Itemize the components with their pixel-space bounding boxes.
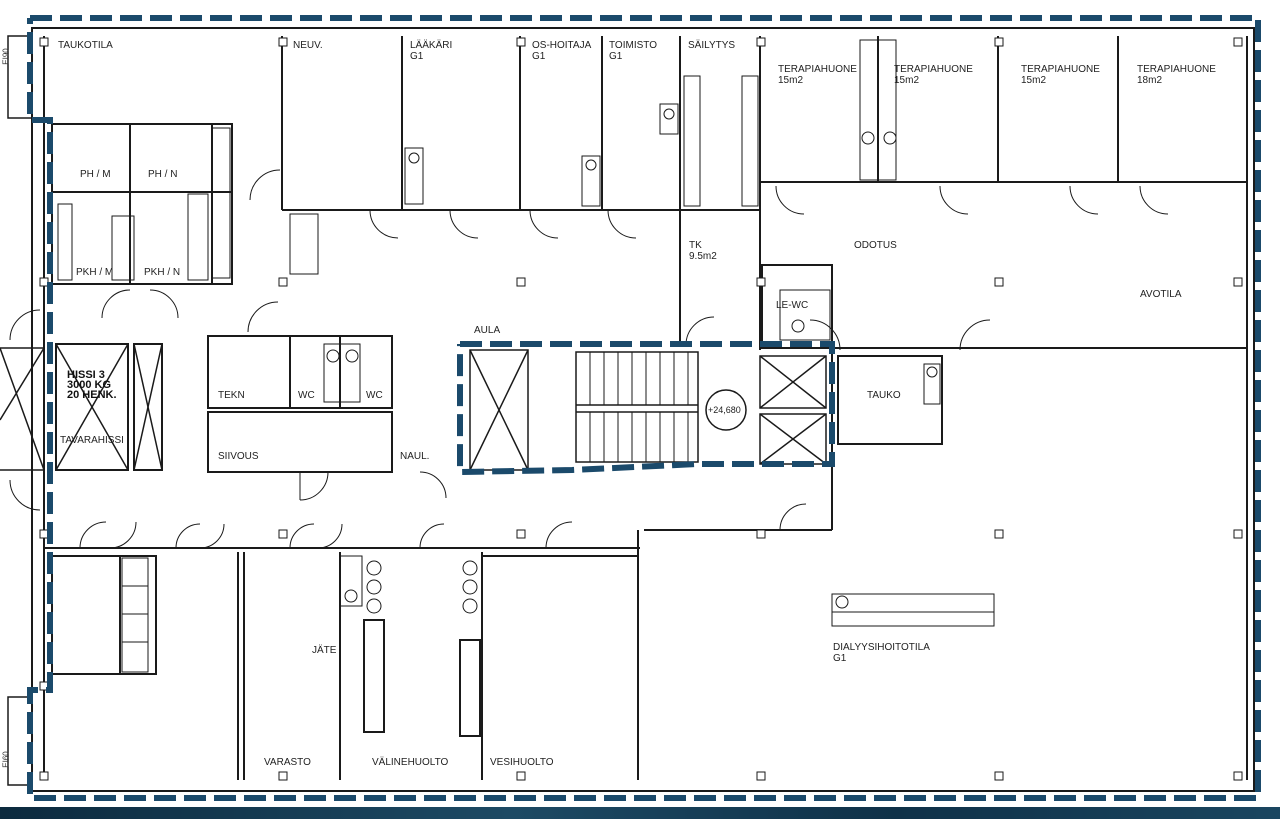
laakari-class: G1 [410, 51, 424, 62]
label-toimisto: TOIMISTO G1 [609, 40, 657, 62]
label-hissi: HISSI 3 3000 KG 20 HENK. [67, 369, 117, 401]
terapia3-size: 15m2 [1021, 75, 1047, 86]
outer-walls [31, 27, 1255, 792]
bottom-band [0, 807, 1280, 819]
tk-size: 9.5m2 [689, 251, 717, 262]
column-markers [39, 37, 1243, 781]
label-tavarahissi: TAVARAHISSI [60, 435, 124, 446]
label-pkh-n: PKH / N [144, 267, 181, 278]
label-terapiahuone-3: TERAPIAHUONE 15m2 [1021, 64, 1100, 86]
label-ph-n: PH / N [148, 169, 178, 180]
hissi-line2: 3000 KG [67, 379, 112, 391]
label-wc-1: WC [298, 390, 315, 401]
label-terapiahuone-2: TERAPIAHUONE 15m2 [894, 64, 973, 86]
label-valinehuolto: VÄLINEHUOLTO [372, 757, 449, 768]
label-laakari: LÄÄKÄRI G1 [410, 40, 452, 62]
terapia2-name: TERAPIAHUONE [894, 64, 973, 75]
label-os-hoitaja: OS-HOITAJA G1 [532, 40, 591, 62]
fixtures [57, 39, 995, 673]
stair-core [55, 343, 827, 471]
label-tekn: TEKN [218, 390, 245, 401]
label-siivous: SIIVOUS [218, 451, 259, 462]
laakari-name: LÄÄKÄRI [410, 40, 453, 51]
tk-name: TK [689, 240, 702, 251]
label-avotila: AVOTILA [1140, 289, 1182, 300]
label-elevation: +24,680 [708, 405, 741, 415]
side-tag-top: EI90 [1, 48, 11, 65]
label-pkh-m: PKH / M [76, 267, 114, 278]
os-hoitaja-name: OS-HOITAJA [532, 40, 592, 51]
label-naul: NAUL. [400, 451, 430, 462]
label-le-wc: LE-WC [776, 300, 809, 311]
terapia1-size: 15m2 [778, 75, 804, 86]
dialyysi-class: G1 [833, 653, 847, 664]
toimisto-name: TOIMISTO [609, 40, 657, 51]
terapia4-name: TERAPIAHUONE [1137, 64, 1216, 75]
terapia3-name: TERAPIAHUONE [1021, 64, 1100, 75]
label-neuv: NEUV. [293, 40, 323, 51]
toimisto-class: G1 [609, 51, 623, 62]
label-sailytys: SÄILYTYS [688, 40, 736, 51]
label-aula: AULA [474, 325, 501, 336]
terapia1-name: TERAPIAHUONE [778, 64, 857, 75]
label-taukotila: TAUKOTILA [58, 40, 113, 51]
label-jate: JÄTE [312, 645, 337, 656]
side-tag-bottom: EI60 [1, 751, 11, 768]
hissi-line3: 20 HENK. [67, 389, 117, 401]
label-tauko: TAUKO [867, 390, 901, 401]
door-swings [9, 169, 1169, 549]
terapia2-size: 15m2 [894, 75, 920, 86]
compartment-boundary [27, 15, 1261, 801]
label-terapiahuone-1: TERAPIAHUONE 15m2 [778, 64, 857, 86]
os-hoitaja-class: G1 [532, 51, 546, 62]
label-odotus: ODOTUS [854, 240, 897, 251]
terapia4-size: 18m2 [1137, 75, 1163, 86]
label-terapiahuone-4: TERAPIAHUONE 18m2 [1137, 64, 1216, 86]
hissi-line1: HISSI 3 [67, 369, 105, 381]
left-wall-bays [0, 35, 45, 786]
label-varasto: VARASTO [264, 757, 311, 768]
label-tk: TK 9.5m2 [689, 240, 717, 262]
label-vesihuolto: VESIHUOLTO [490, 757, 554, 768]
label-wc-2: WC [366, 390, 383, 401]
label-dialyysi: DIALYYSIHOITOTILA G1 [833, 642, 930, 664]
dialyysi-name: DIALYYSIHOITOTILA [833, 642, 930, 653]
label-ph-m: PH / M [80, 169, 111, 180]
interior-walls [44, 36, 1247, 780]
